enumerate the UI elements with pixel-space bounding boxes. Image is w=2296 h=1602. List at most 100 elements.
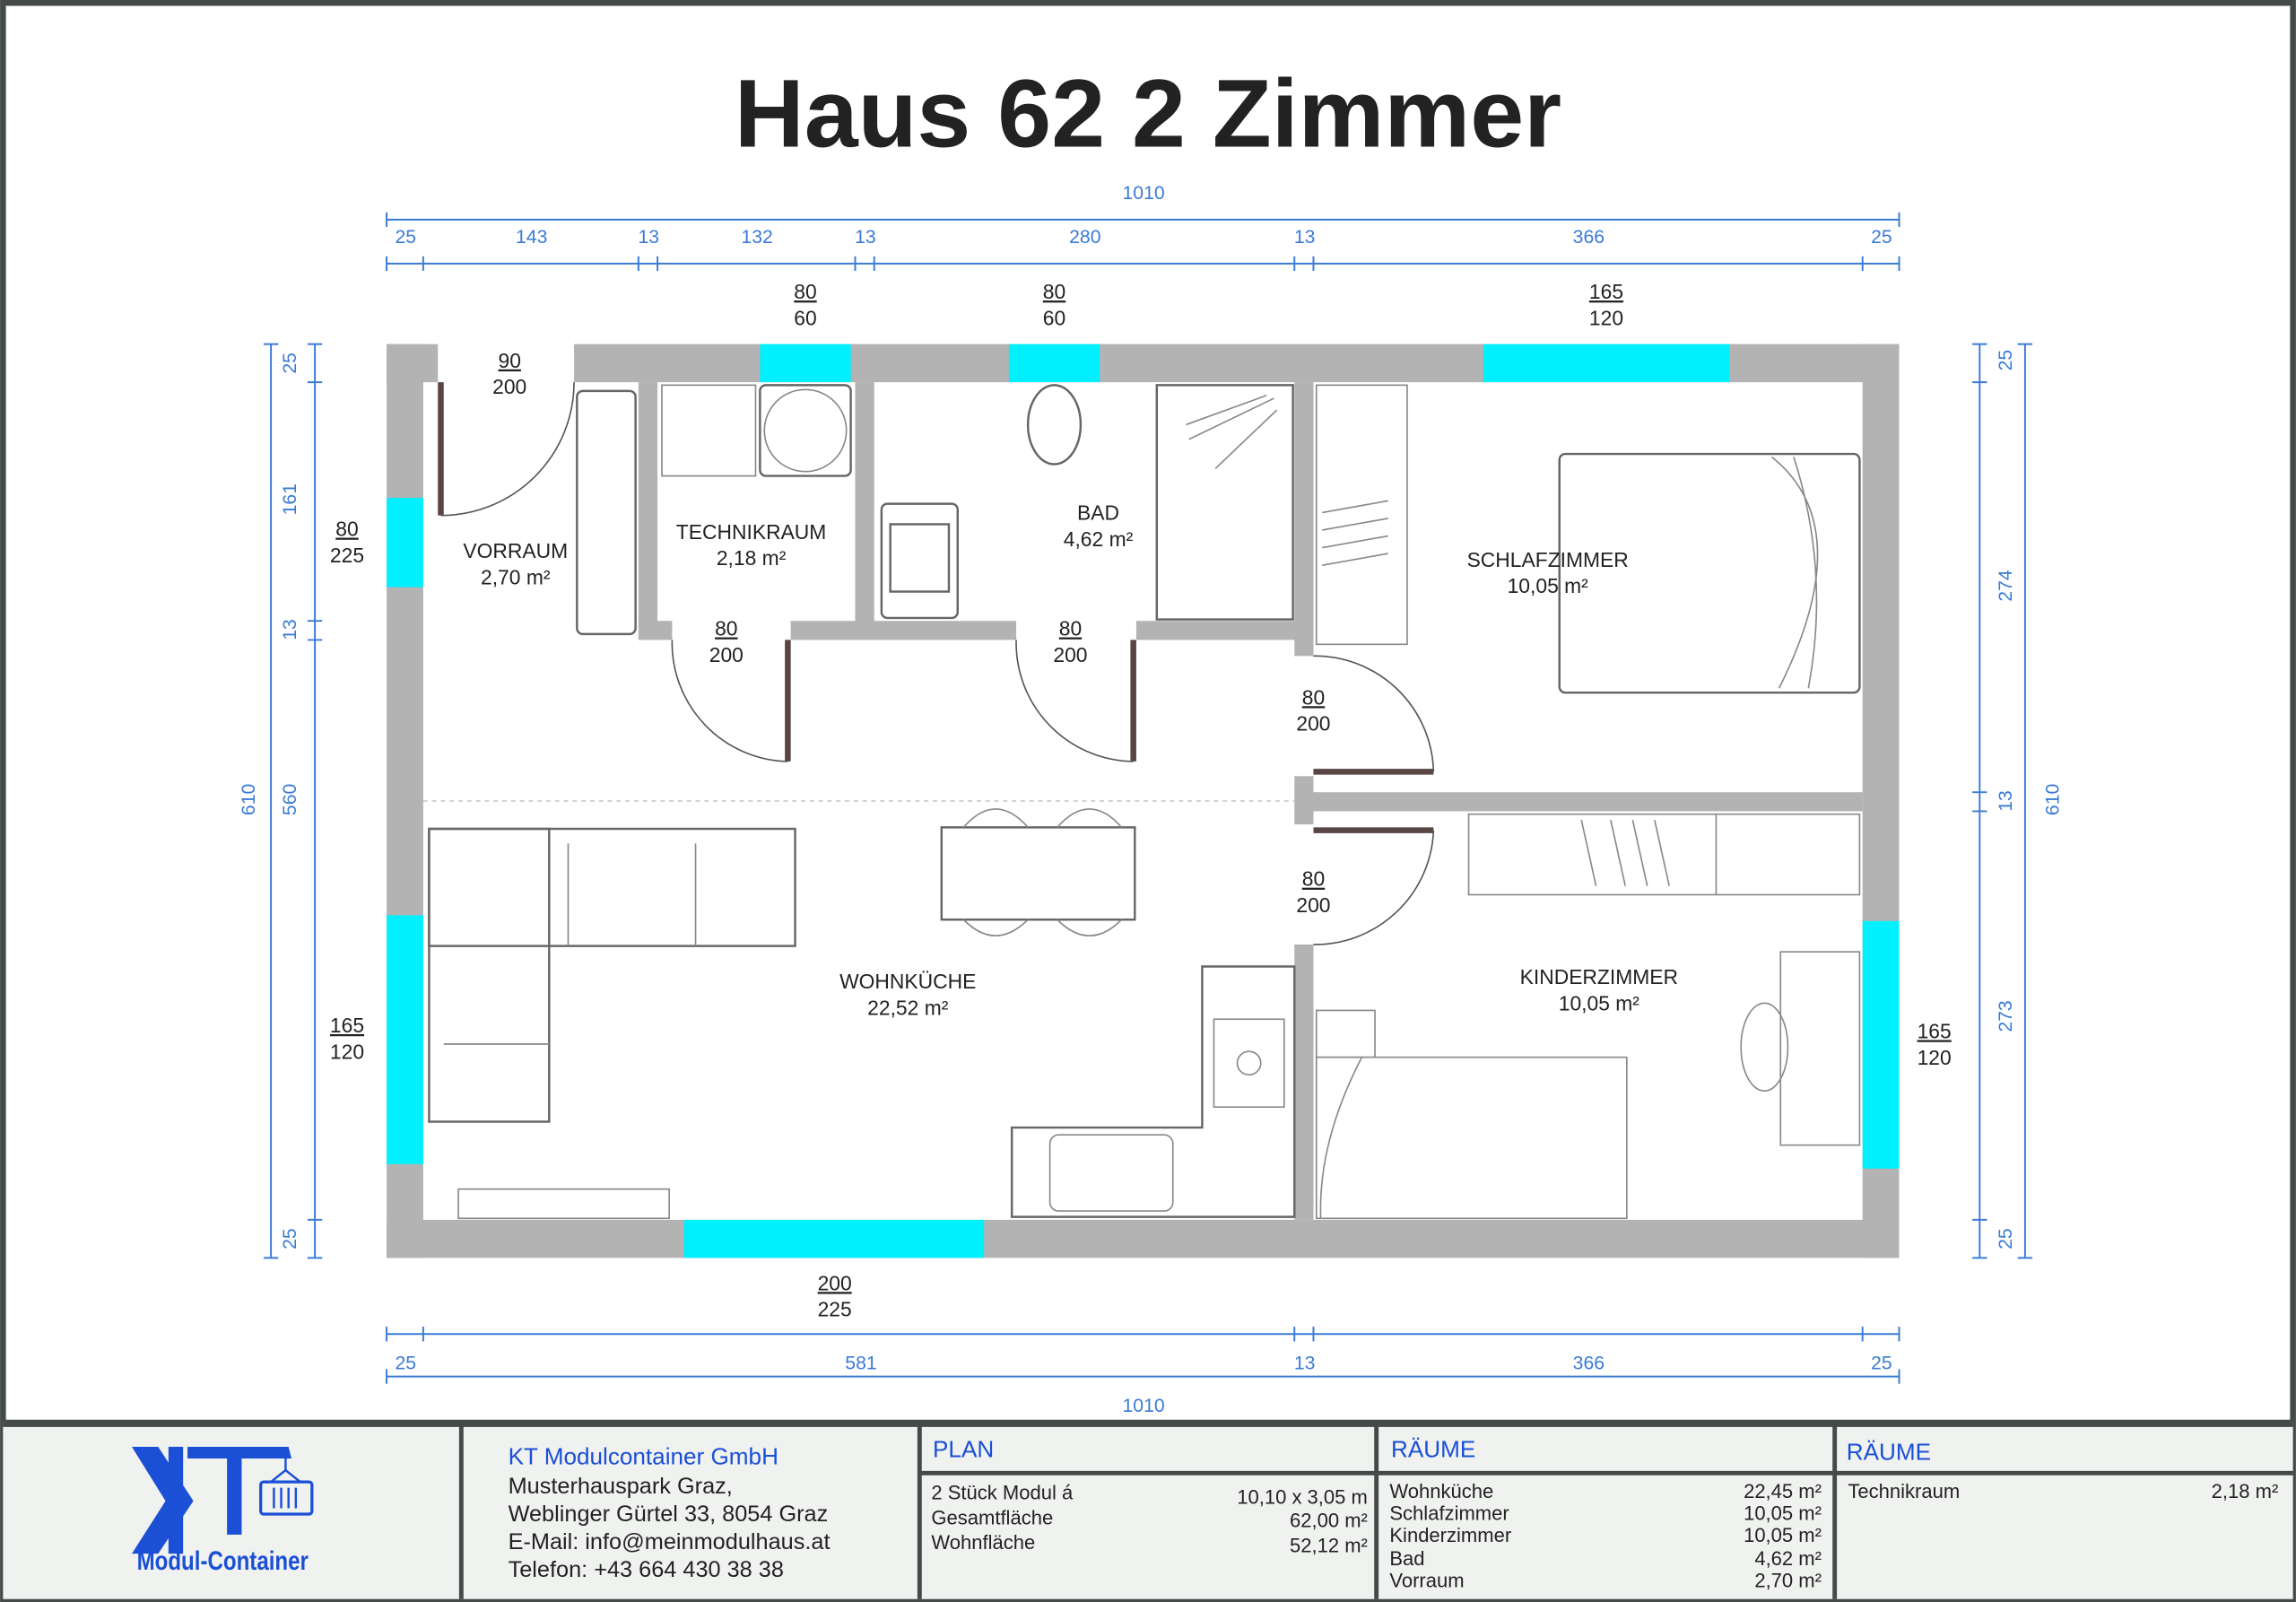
- plan-label: Wohnfläche: [931, 1531, 1035, 1554]
- email: E-Mail: info@meinmodulhaus.at: [509, 1529, 831, 1554]
- toilet: [1026, 384, 1083, 466]
- svg-text:225: 225: [330, 544, 364, 567]
- stove: [1213, 1018, 1285, 1109]
- svg-text:225: 225: [818, 1298, 852, 1321]
- room-row-label: Schlafzimmer: [1389, 1502, 1509, 1525]
- svg-text:80: 80: [794, 280, 816, 303]
- svg-text:4,62 m²: 4,62 m²: [1064, 527, 1134, 551]
- dining-table: [940, 826, 1136, 921]
- room-row-label: Bad: [1389, 1547, 1424, 1570]
- sink: [1048, 1134, 1174, 1212]
- phone: Telefon: +43 664 430 38 38: [509, 1557, 784, 1582]
- dim-left: 161: [280, 483, 300, 515]
- svg-text:120: 120: [1589, 306, 1623, 329]
- tv-board: [457, 1188, 670, 1220]
- plan-label: Gesamtfläche: [931, 1506, 1053, 1528]
- rooms-heading: RÄUME: [1391, 1435, 1475, 1462]
- desk: [1779, 951, 1861, 1146]
- svg-text:60: 60: [1043, 306, 1065, 329]
- company-name: KT Modulcontainer GmbH: [509, 1443, 778, 1470]
- dim-top: 13: [1294, 227, 1316, 248]
- dim-right-total: 610: [2042, 784, 2063, 815]
- chair: [1740, 1002, 1789, 1093]
- dim-left: 560: [280, 784, 300, 815]
- window: [1483, 344, 1730, 383]
- room-kinderzimmer: KINDERZIMMER 10,05 m²: [1520, 965, 1678, 1014]
- svg-text:2,70 m²: 2,70 m²: [481, 565, 551, 588]
- plan-value: 52,12 m²: [1290, 1534, 1368, 1556]
- svg-text:80: 80: [335, 518, 358, 541]
- shelf: [1467, 813, 1861, 896]
- svg-text:165: 165: [1589, 280, 1623, 303]
- washing-machine: [759, 384, 852, 477]
- svg-text:200: 200: [1296, 893, 1330, 917]
- svg-text:10,05 m²: 10,05 m²: [1559, 991, 1640, 1014]
- washbasin: [880, 502, 959, 620]
- room-row-value: 2,70 m²: [1754, 1570, 1822, 1592]
- svg-text:200: 200: [492, 375, 526, 398]
- dim-right: 25: [1996, 1228, 2016, 1249]
- dim-left: 13: [280, 619, 300, 640]
- svg-text:200: 200: [709, 643, 744, 666]
- dim-top: 366: [1573, 227, 1605, 248]
- kitchen-counter: [1010, 965, 1296, 1218]
- dim-bottom: 366: [1573, 1353, 1605, 1373]
- boiler: [661, 384, 757, 477]
- title-block: Modul-Container KT Modulcontainer GmbH M…: [3, 1419, 2293, 1599]
- room-row-value: 10,05 m²: [1744, 1502, 1822, 1525]
- svg-text:120: 120: [330, 1040, 364, 1063]
- rooms-heading-2: RÄUME: [1847, 1439, 1931, 1466]
- room-row-label: Technikraum: [1848, 1480, 1960, 1502]
- dim-right: 13: [1996, 790, 2016, 812]
- svg-text:KINDERZIMMER: KINDERZIMMER: [1520, 965, 1678, 988]
- svg-text:165: 165: [330, 1014, 364, 1037]
- dim-top: 13: [855, 227, 876, 248]
- room-row-value: 2,18 m²: [2212, 1480, 2279, 1502]
- room-row-value: 4,62 m²: [1754, 1547, 1822, 1570]
- plan-label: 2 Stück Modul á: [931, 1482, 1074, 1504]
- svg-text:90: 90: [499, 349, 521, 372]
- room-row-label: Vorraum: [1389, 1570, 1464, 1592]
- room-row-label: Wohnküche: [1389, 1480, 1493, 1502]
- svg-text:80: 80: [1302, 685, 1325, 709]
- room-row-value: 22,45 m²: [1744, 1480, 1822, 1502]
- single-bed: [1315, 1056, 1628, 1220]
- furniture: [428, 384, 1861, 1220]
- dim-top: 13: [638, 227, 659, 248]
- dim-top: 280: [1069, 227, 1100, 248]
- svg-text:200: 200: [1296, 712, 1330, 736]
- dim-right: 273: [1996, 1000, 2016, 1032]
- plan-heading: PLAN: [933, 1435, 994, 1462]
- svg-text:10,05 m²: 10,05 m²: [1508, 574, 1589, 597]
- window: [760, 344, 851, 383]
- logo-text: Modul-Container: [137, 1546, 309, 1576]
- svg-text:120: 120: [1918, 1046, 1952, 1069]
- dim-top: 25: [1871, 227, 1892, 248]
- svg-text:22,52 m²: 22,52 m²: [867, 996, 949, 1019]
- window: [683, 1219, 985, 1258]
- dimension-lines: [263, 212, 2033, 1384]
- shower: [1155, 384, 1294, 621]
- dim-bottom-total: 1010: [1122, 1396, 1164, 1416]
- dim-top: 132: [741, 227, 772, 248]
- svg-text:80: 80: [1302, 867, 1325, 891]
- wardrobe: [576, 389, 637, 636]
- dim-top: 25: [395, 227, 416, 248]
- plan-value: 62,00 m²: [1290, 1510, 1368, 1532]
- double-bed: [1558, 452, 1861, 694]
- room-row-value: 10,05 m²: [1744, 1524, 1822, 1546]
- plan-value: 10,10 x 3,05 m: [1237, 1486, 1368, 1509]
- dim-bottom: 25: [1871, 1353, 1892, 1373]
